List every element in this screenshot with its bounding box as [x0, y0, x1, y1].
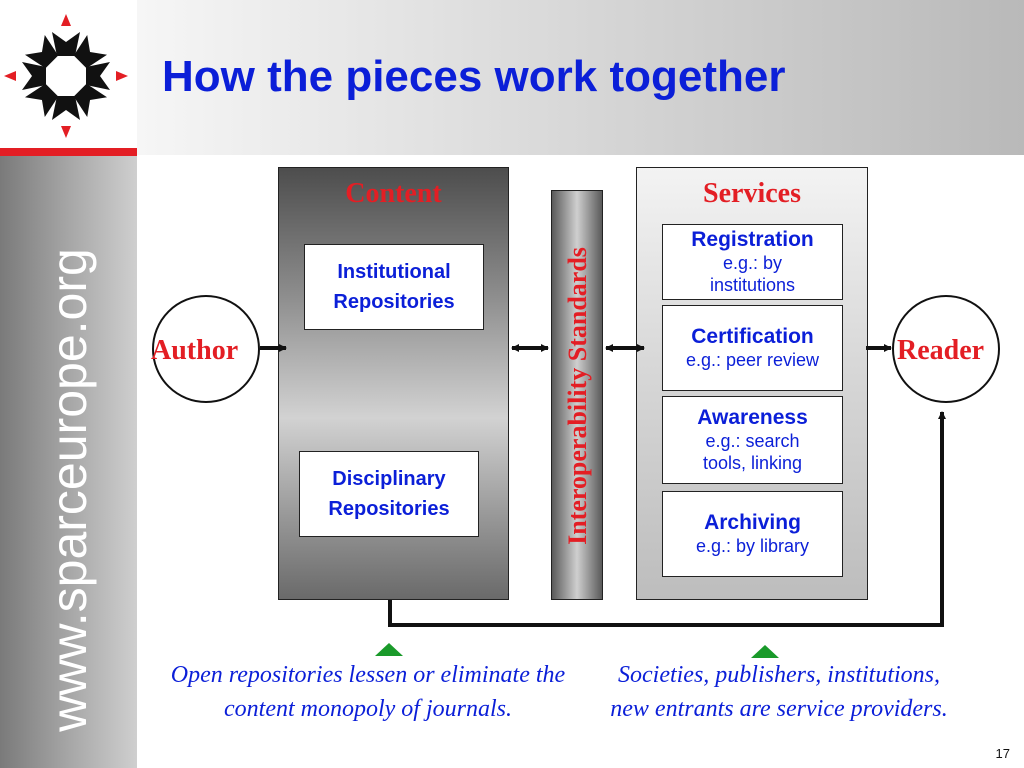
sparc-logo-icon: [4, 14, 128, 138]
repo-line: Repositories: [333, 291, 455, 313]
right-caption: Societies, publishers, institutions, new…: [610, 662, 948, 722]
page-number: 17: [995, 746, 1010, 761]
service-name: Archiving: [704, 511, 801, 534]
reader-circle: [892, 295, 1000, 403]
service-example: e.g.: by institutions: [709, 253, 796, 295]
author-circle: [152, 295, 260, 403]
reader-label: Reader: [897, 335, 985, 366]
slide-title: How the pieces work together: [162, 52, 786, 101]
accent-bar: [0, 148, 137, 156]
service-awareness-box: Awareness e.g.: search tools, linking: [662, 396, 843, 484]
left-triangle-marker: [375, 643, 403, 656]
content-to-reader-line: [388, 411, 946, 627]
service-example: e.g.: search tools, linking: [702, 431, 803, 473]
service-name: Awareness: [697, 406, 808, 429]
left-caption: Open repositories lessen or eliminate th…: [170, 662, 566, 722]
disciplinary-repositories-box: Disciplinary Repositories: [299, 451, 479, 537]
sidebar: www.sparceurope.org: [0, 156, 137, 768]
repo-line: Repositories: [328, 498, 450, 520]
header-band: [137, 0, 1024, 155]
service-example: e.g.: peer review: [685, 350, 820, 370]
interoperability-standards-bar: Interoperability Standards: [551, 190, 603, 600]
service-name: Certification: [691, 325, 814, 348]
service-example: e.g.: by library: [695, 536, 810, 556]
right-triangle-marker: [751, 645, 779, 658]
repo-line: Disciplinary: [332, 468, 446, 490]
service-certification-box: Certification e.g.: peer review: [662, 305, 843, 391]
repo-line: Institutional: [337, 261, 451, 283]
service-archiving-box: Archiving e.g.: by library: [662, 491, 843, 577]
service-name: Registration: [691, 228, 814, 251]
author-label: Author: [151, 335, 239, 366]
services-heading: Services: [703, 178, 801, 209]
institutional-repositories-box: Institutional Repositories: [304, 244, 484, 330]
logo-area: [0, 0, 137, 148]
service-registration-box: Registration e.g.: by institutions: [662, 224, 843, 300]
content-heading: Content: [345, 178, 442, 209]
